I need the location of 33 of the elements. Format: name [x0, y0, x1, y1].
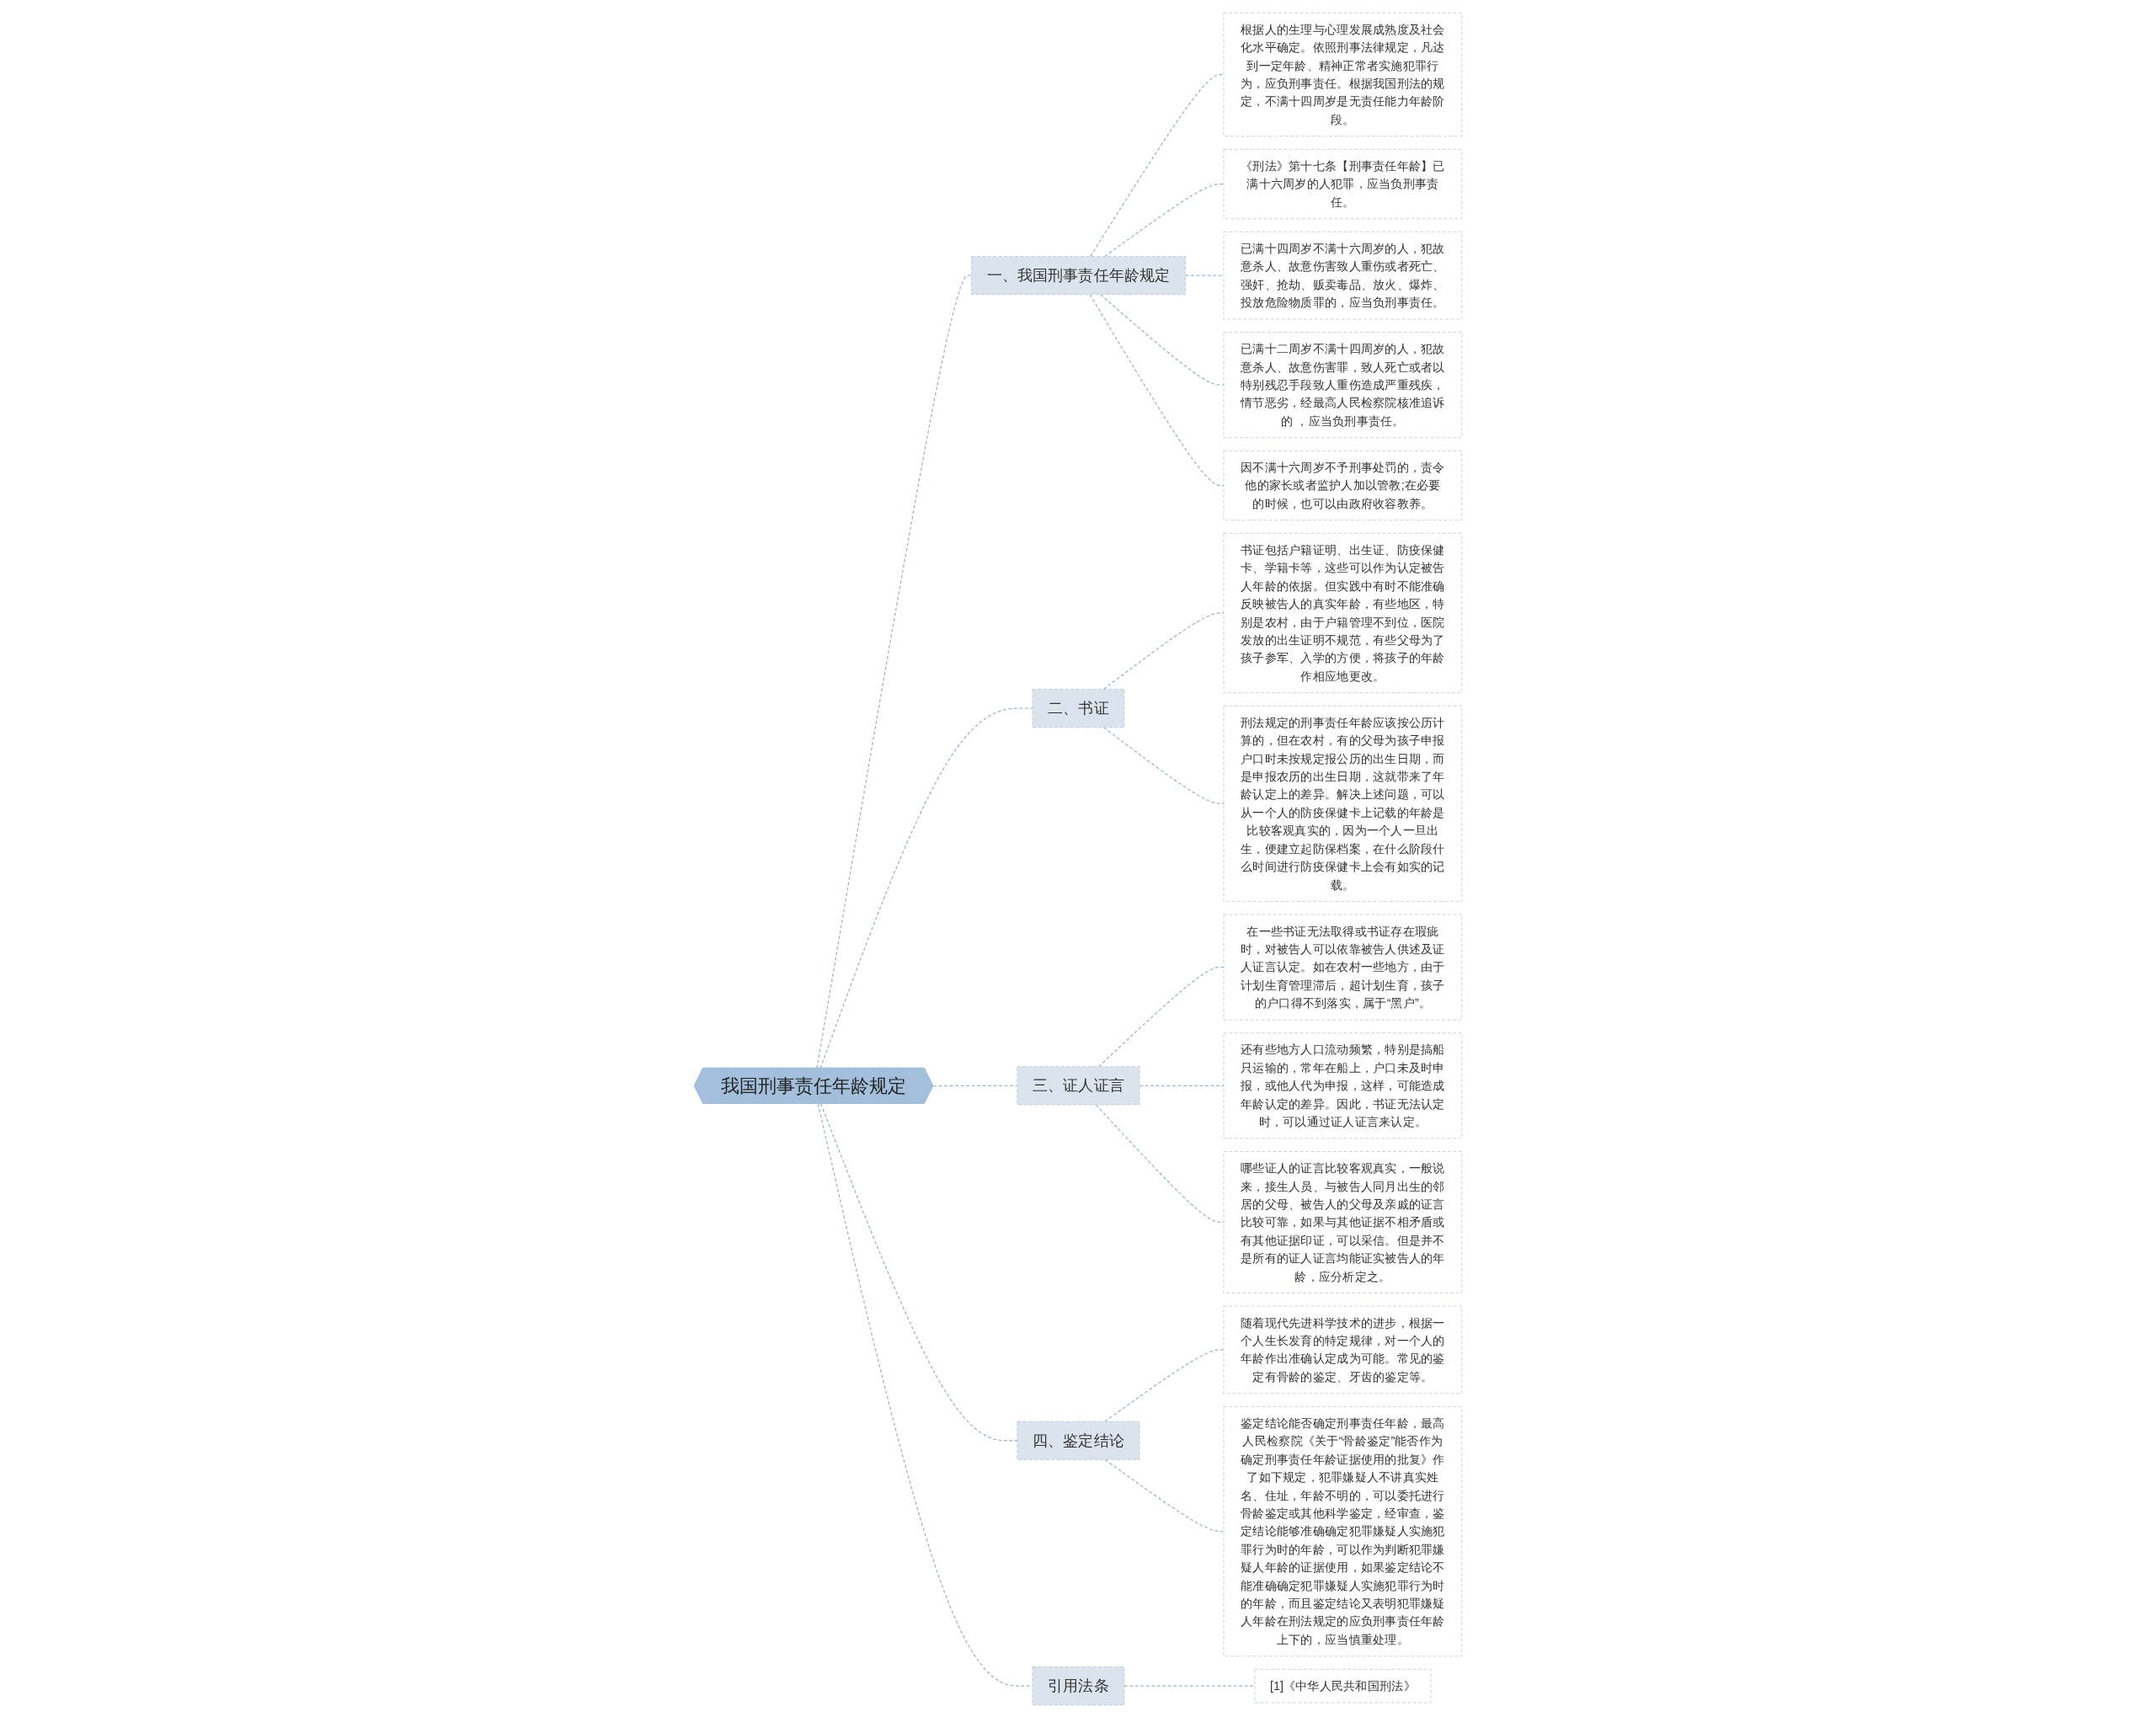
connector: [1104, 1458, 1225, 1532]
node-box: 在一些书证无法取得或书证存在瑕疵时，对被告人可以依靠被告人供述及证人证言认定。如在农村一些地方，由于计划生育管理滞后，超计划生育，孩子的户口得不到落实，属于“黑户”。: [1223, 914, 1463, 1020]
node-box: 鉴定结论能否确定刑事责任年龄，最高人民检察院《关于“骨龄鉴定”能否作为确定刑事责任年龄证据使用的批复》作了如下规定，犯罪嫌疑人不讲真实姓名、住址，年龄不明的，可以委托进行骨龄鉴定或其他科学鉴定，经审查，鉴定结论能够准确确定犯罪嫌疑人实施犯罪行为时的年龄，可以作为判断犯罪嫌疑人年龄的证据使用，如果鉴定结论不能准确确定犯罪嫌疑人实施犯罪行为时的年龄，而且鉴定结论又表明犯罪嫌疑人年龄在刑法规定的应负刑事责任年龄上下的，应当慎重处理。: [1223, 1405, 1463, 1656]
connector: [1100, 293, 1225, 386]
connector: [1098, 966, 1225, 1067]
connector: [1139, 1085, 1225, 1086]
connector: [1123, 1684, 1256, 1687]
node-box: 哪些证人的证言比较客观真实，一般说来，接生人员、与被告人同月出生的邻居的父母、被告人的父母及亲戚的证言比较可靠，如果与其他证据不相矛盾或有其他证据印证，可以采信。但是并不是所有的证人证言均能证实被告人的年龄，应分析定之。: [1223, 1150, 1463, 1293]
node-box: 随着现代先进科学技术的进步，根据一个人生长发育的特定规律，对一个人的年龄作出准确认定成为可能。常见的鉴定有骨龄的鉴定、牙齿的鉴定等。: [1223, 1305, 1463, 1394]
connector: [1090, 73, 1225, 257]
node-box: 《刑法》第十七条【刑事责任年龄】已满十六周岁的人犯罪，应当负刑事责任。: [1223, 148, 1463, 219]
connector: [1104, 1348, 1225, 1422]
node-box: 二、书证: [1032, 688, 1125, 728]
node-box: 引用法条: [1032, 1666, 1125, 1705]
node-box: 刑法规定的刑事责任年龄应该按公历计算的，但在农村，有的父母为孩子申报户口时未按规定报公历的出生日期，而是申报农历的出生日期，这就带来了年龄认定上的差异。解决上述问题，可以从一个人的防疫保健卡上记载的年龄是比较客观真实的，因为一个人一旦出生，便建立起防保档案，在什么阶段什么时间进行防疫保健卡上会有如实的记载。: [1223, 705, 1463, 902]
node-box: 根据人的生理与心理发展成熟度及社会化水平确定。依照刑事法律规定，凡达到一定年龄、精神正常者实施犯罪行为，应负刑事责任。根据我国刑法的规定，不满十四周岁是无责任能力年龄阶段。: [1223, 12, 1463, 136]
connector: [932, 1085, 1018, 1086]
connector: [1102, 726, 1225, 804]
connector: [1089, 293, 1225, 486]
node-box: [1]《中华人民共和国刑法》: [1254, 1668, 1432, 1703]
node-box: 还有些地方人口流动频繁，特别是搞船只运输的，常年在船上，户口未及时申报，或他人代为申报，这样，可能造成年龄认定的差异。因此，书证无法认定时，可以通过证人证言来认定。: [1223, 1032, 1463, 1138]
node-box: 因不满十六周岁不予刑事处罚的，责令他的家长或者监护人加以管教;在必要的时候，也可以由政府收容教养。: [1223, 450, 1463, 520]
node-box: 书证包括户籍证明、出生证、防疫保健卡、学籍卡等，这些可以作为认定被告人年龄的依据。但实践中有时不能准确反映被告人的真实年龄，有些地区，特别是农村，由于户籍管理不到位，医院发放的出生证明不规范，有些父母为了孩子参军、入学的方便，将孩子的年龄作相应地更改。: [1223, 532, 1463, 693]
connector: [816, 275, 972, 1069]
node-box: 三、证人证言: [1017, 1065, 1140, 1105]
connector: [819, 707, 1033, 1069]
node-box: 已满十四周岁不满十六周岁的人，犯故意杀人、故意伤害致人重伤或者死亡、强奸、抢劫、贩卖毒品、放火、爆炸、投放危险物质罪的，应当负刑事责任。: [1223, 231, 1463, 319]
node-box: 一、我国刑事责任年龄规定: [971, 255, 1186, 295]
connector: [820, 1102, 1018, 1441]
connector: [1095, 1103, 1225, 1223]
node-box: 已满十二周岁不满十四周岁的人，犯故意杀人、故意伤害罪，致人死亡或者以特别残忍手段致人重伤造成严重残疾，情节恶劣，经最高人民检察院核准追诉的 ，应当负刑事责任。: [1223, 331, 1463, 438]
connector: [1104, 183, 1225, 257]
node-box: 四、鉴定结论: [1017, 1421, 1140, 1460]
